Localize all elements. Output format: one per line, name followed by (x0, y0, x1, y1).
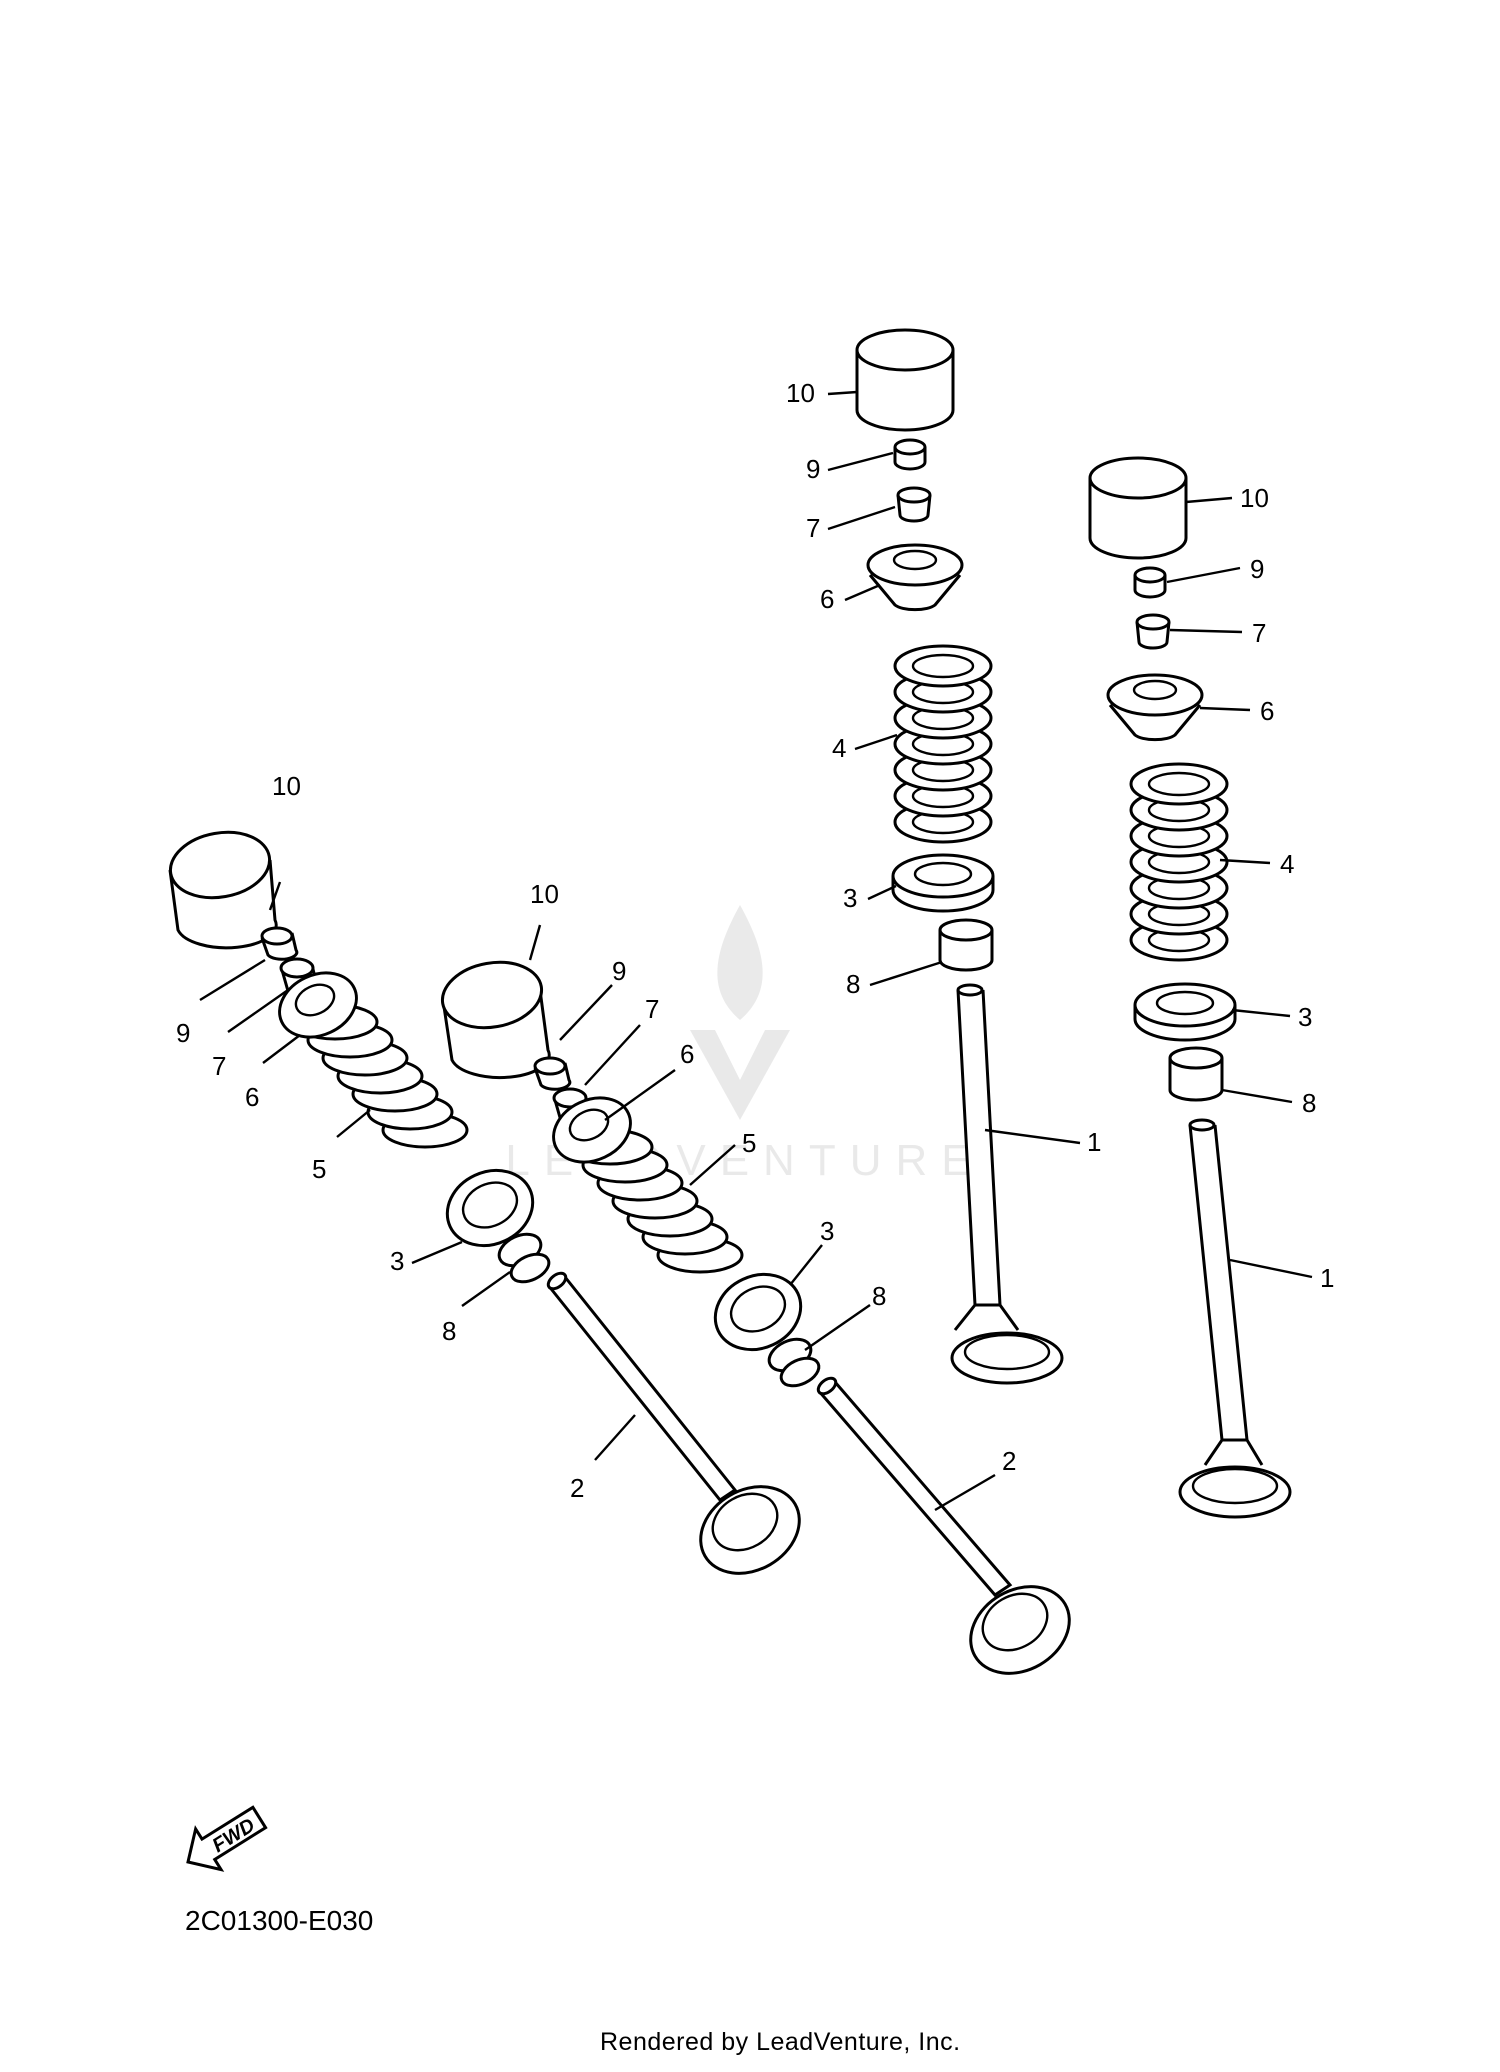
valve-assembly-lower-right: 10 9 7 6 4 3 8 1 (1088, 456, 1334, 1519)
valve-spring-seat (891, 853, 995, 913)
callout-3: 3 (820, 1216, 834, 1246)
valve-exhaust-lower (1178, 1118, 1292, 1519)
valve-exhaust-upper (950, 983, 1064, 1385)
callout-4: 4 (1280, 849, 1294, 879)
valve-retainer (866, 543, 964, 612)
valve-pad (893, 438, 927, 471)
callout-5: 5 (312, 1154, 326, 1184)
callout-9: 9 (176, 1018, 190, 1048)
valve-pad (1133, 566, 1167, 599)
callout-7: 7 (212, 1051, 226, 1081)
valve-spring-seat (1133, 982, 1237, 1042)
valve-retainer (552, 1096, 632, 1164)
render-credit: Rendered by LeadVenture, Inc. (600, 2028, 961, 2056)
callout-8: 8 (442, 1316, 456, 1346)
valve-assembly-upper: 10 9 7 6 4 3 8 1 (786, 328, 1101, 1385)
callout-8: 8 (1302, 1088, 1316, 1118)
valve-lifter (168, 830, 278, 950)
callout-3: 3 (1298, 1002, 1312, 1032)
callout-9: 9 (612, 956, 626, 986)
callout-6: 6 (820, 584, 834, 614)
forward-arrow-icon: FWD (186, 1805, 268, 1872)
valve-spring-seat (713, 1272, 803, 1352)
valve-cotter (1135, 613, 1171, 650)
valve-stem-seal (767, 1337, 821, 1388)
callout-10: 10 (530, 879, 559, 909)
valve-pad (260, 926, 299, 961)
callout-1: 1 (1087, 1127, 1101, 1157)
valve-stem-seal (497, 1232, 551, 1284)
valve-assembly-intake-left: 10 9 7 6 5 3 8 2 (168, 771, 801, 1575)
valve-intake-right (816, 1376, 1071, 1675)
valve-cotter (896, 486, 932, 523)
valve-retainer (1106, 673, 1204, 742)
callout-6: 6 (680, 1039, 694, 1069)
callout-9: 9 (1250, 554, 1264, 584)
callout-8: 8 (846, 969, 860, 999)
valve-spring (893, 644, 993, 844)
valve-retainer (278, 971, 358, 1039)
valve-spring-seat (445, 1168, 535, 1248)
callout-8: 8 (872, 1281, 886, 1311)
callout-9: 9 (806, 454, 820, 484)
callout-10: 10 (1240, 483, 1269, 513)
callout-3: 3 (390, 1246, 404, 1276)
callout-7: 7 (806, 513, 820, 543)
callout-2: 2 (1002, 1446, 1016, 1476)
valve-lifter (1088, 456, 1188, 560)
callout-7: 7 (1252, 618, 1266, 648)
callout-2: 2 (570, 1473, 584, 1503)
valve-assembly-intake-right: 10 9 7 6 5 3 8 2 (440, 879, 1071, 1675)
valve-lifter (855, 328, 955, 432)
valve-intake-left (546, 1271, 801, 1575)
callout-10: 10 (272, 771, 301, 801)
valve-lifter (440, 960, 551, 1080)
callout-7: 7 (645, 994, 659, 1024)
valve-stem-seal (938, 918, 994, 972)
valve-pad (533, 1056, 572, 1091)
callout-5: 5 (742, 1128, 756, 1158)
callout-3: 3 (843, 883, 857, 913)
callout-10: 10 (786, 378, 815, 408)
callout-4: 4 (832, 733, 846, 763)
diagram-code: 2C01300-E030 (185, 1905, 374, 1936)
valve-stem-seal (1168, 1046, 1224, 1102)
callout-6: 6 (1260, 696, 1274, 726)
callout-6: 6 (245, 1082, 259, 1112)
valve-spring (1129, 762, 1229, 962)
callout-1: 1 (1320, 1263, 1334, 1293)
